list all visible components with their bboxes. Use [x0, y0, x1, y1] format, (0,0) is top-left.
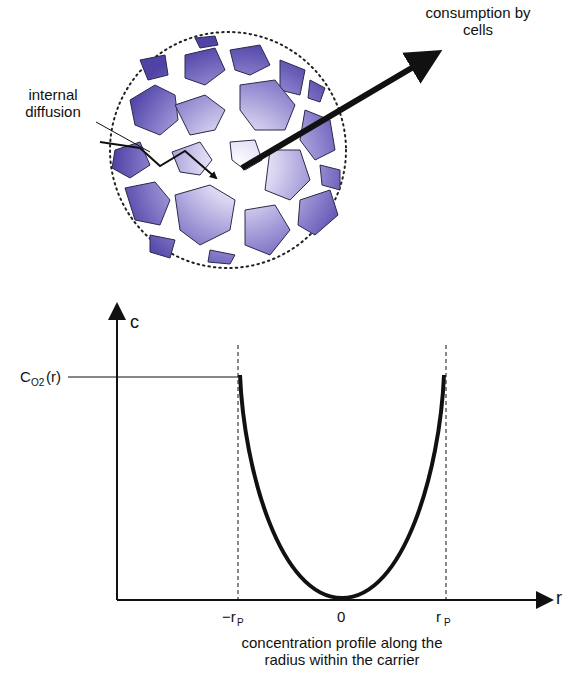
leader-line — [68, 377, 238, 378]
caption: concentration profile along the radius w… — [222, 634, 462, 668]
consumption-arrow — [242, 56, 432, 168]
axis-label: r — [556, 588, 562, 609]
diffusion-path — [100, 142, 216, 178]
leader-line — [96, 122, 150, 152]
callout-label: consumption by cells — [414, 4, 542, 38]
tick-subscript: P — [444, 617, 451, 629]
porous-carrier — [96, 32, 432, 268]
axis-label: c — [130, 312, 139, 333]
tick-subscript: P — [237, 617, 244, 629]
dashed-boundary — [446, 345, 447, 600]
tick-label: r — [436, 608, 441, 625]
callout-label: internal diffusion — [10, 86, 96, 120]
c-axis — [116, 306, 118, 600]
concentration-graph — [68, 306, 550, 600]
variable-label: C — [20, 368, 31, 385]
dashed-boundary — [238, 345, 239, 600]
concentration-curve — [240, 375, 444, 598]
tick-label: −r — [222, 608, 236, 625]
tick-label: 0 — [337, 608, 345, 625]
variable-label: (r) — [46, 368, 61, 385]
variable-subscript: O2 — [31, 377, 44, 389]
r-axis — [117, 599, 550, 601]
